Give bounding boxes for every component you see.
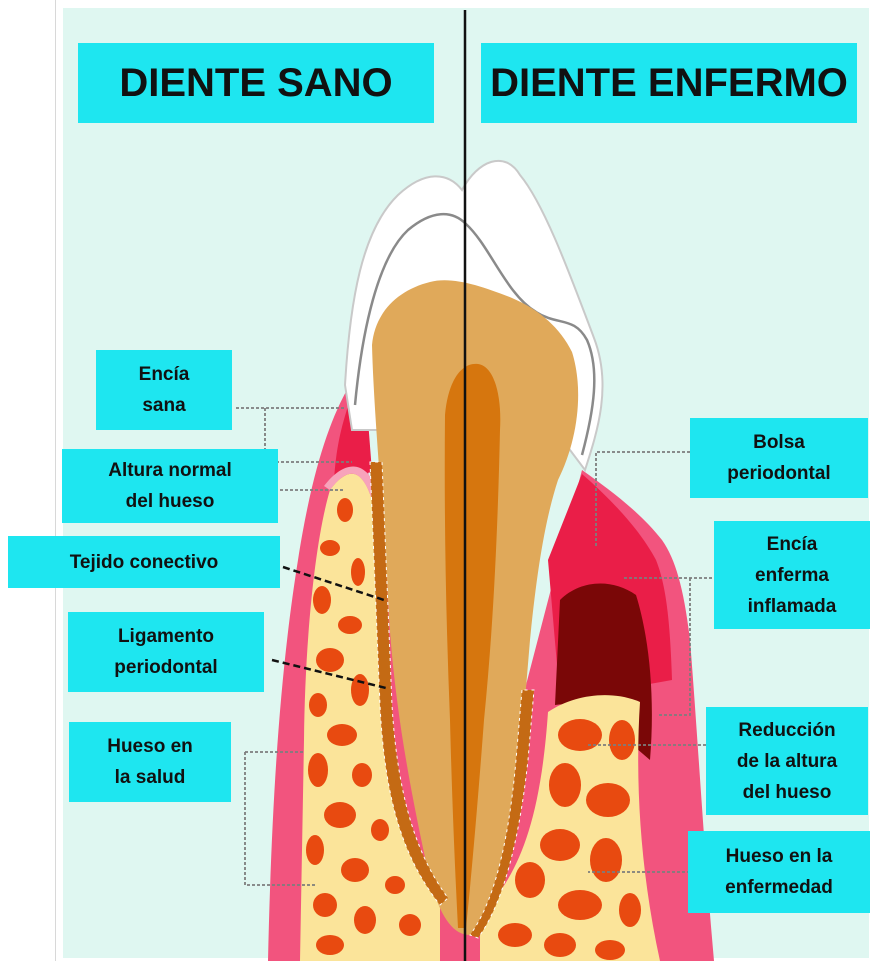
label-hueso-enfermedad: Hueso en la enfermedad [688, 831, 870, 913]
title-healthy-tooth: DIENTE SANO [78, 43, 434, 123]
label-ligamento-periodontal: Ligamento periodontal [68, 612, 264, 692]
label-bolsa-periodontal: Bolsa periodontal [690, 418, 868, 498]
label-tejido-conectivo: Tejido conectivo [8, 536, 280, 588]
label-encia-enferma: Encía enferma inflamada [714, 521, 870, 629]
title-diseased-tooth: DIENTE ENFERMO [481, 43, 857, 123]
label-encia-sana: Encía sana [96, 350, 232, 430]
label-hueso-salud: Hueso en la salud [69, 722, 231, 802]
label-altura-normal: Altura normal del hueso [62, 449, 278, 523]
label-reduccion-altura: Reducción de la altura del hueso [706, 707, 868, 815]
